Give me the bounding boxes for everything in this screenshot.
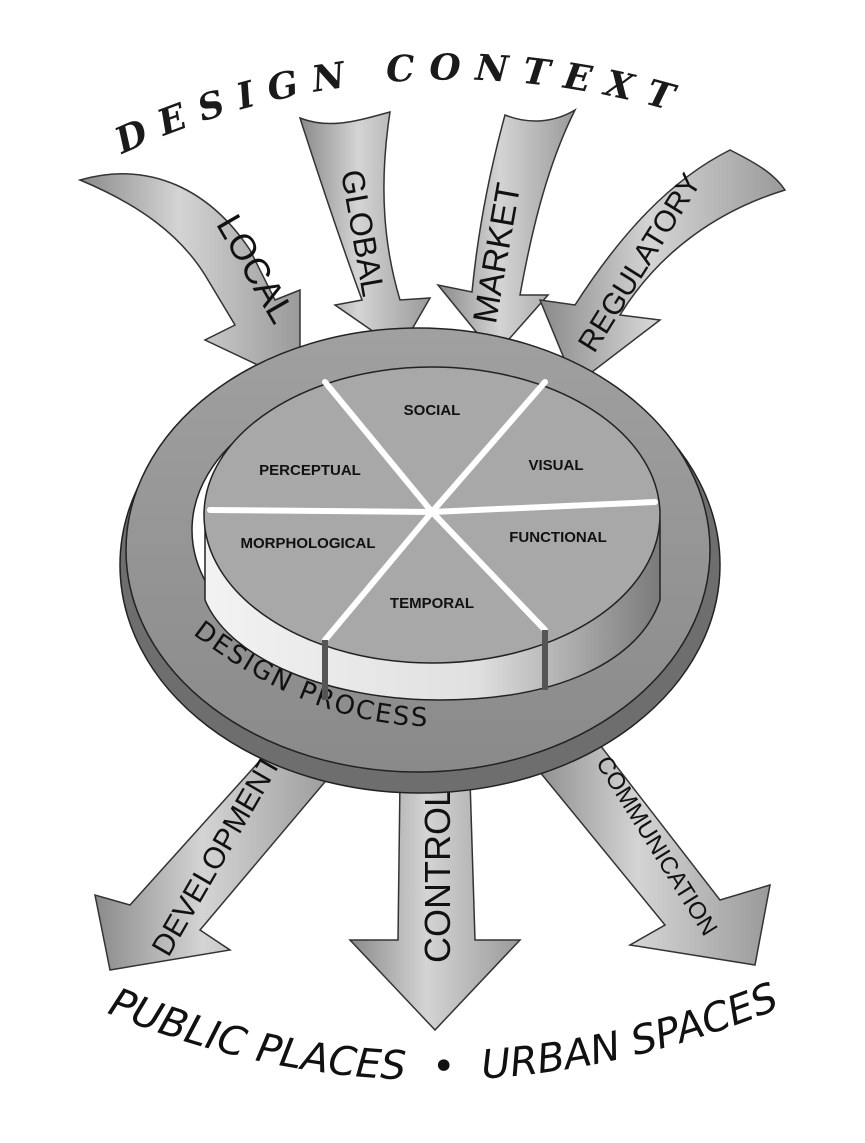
pie-dividers [207,379,658,643]
segment-temporal: TEMPORAL [390,595,474,612]
dimensions-pie: SOCIAL PERCEPTUAL VISUAL MORPHOLOGICAL F… [203,366,661,701]
segment-functional: FUNCTIONAL [509,529,607,546]
arrow-local: LOCAL [77,173,303,387]
arrow-control: CONTROL [348,779,522,1032]
design-context-title: DESIGN CONTEXT [108,47,692,163]
arrow-communication: COMMUNICATION [528,744,771,966]
public-places-label: PUBLIC PLACES [103,979,407,1089]
development-label: DEVELOPMENT [146,749,288,962]
segment-social: SOCIAL [404,402,461,419]
segment-visual: VISUAL [528,457,583,474]
arrow-market: MARKET [436,108,577,357]
segment-perceptual: PERCEPTUAL [259,462,361,479]
arrow-development: DEVELOPMENT [94,749,337,971]
control-label: CONTROL [417,787,458,963]
arrow-global: GLOBAL [298,110,432,352]
segment-morphological: MORPHOLOGICAL [241,535,376,552]
urban-spaces-label: URBAN SPACES [480,974,785,1088]
outcome-separator: • [432,1044,456,1090]
arrow-regulatory: REGULATORY [538,149,787,387]
